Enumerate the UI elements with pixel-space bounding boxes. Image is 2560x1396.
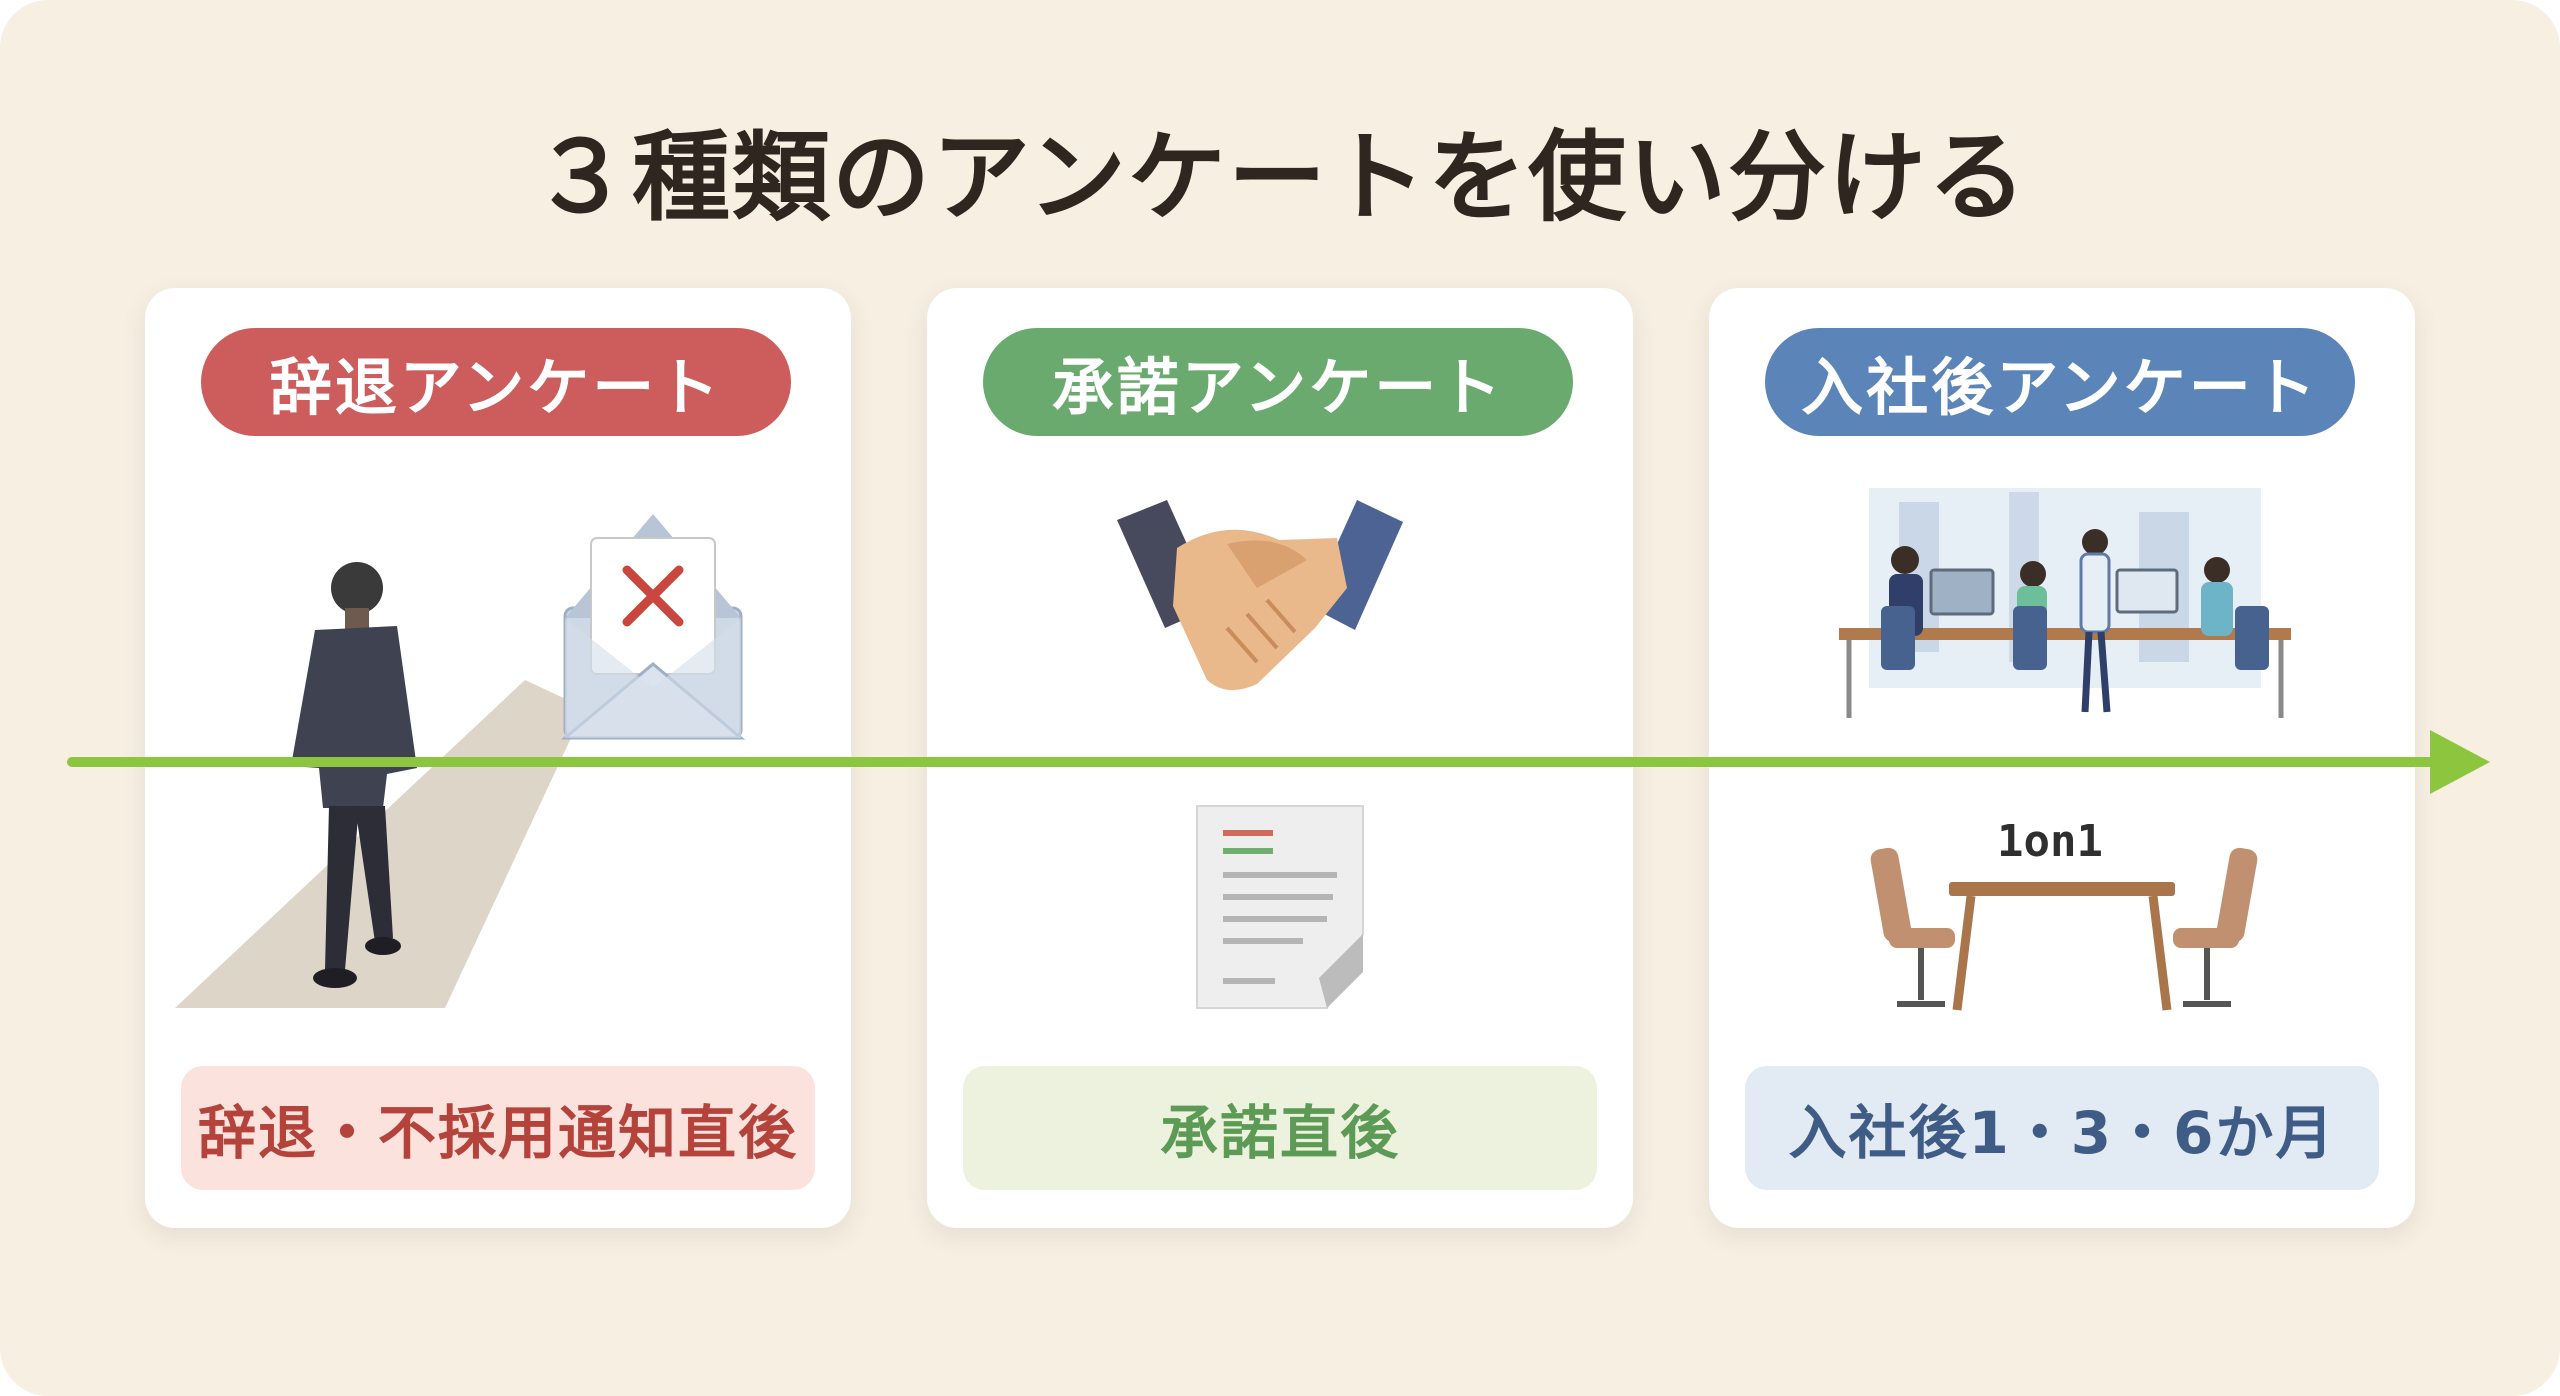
decline-survey-label: 辞退アンケート: [201, 328, 791, 436]
diagram-title: ３種類のアンケートを使い分ける: [531, 121, 2029, 235]
card-onboarding-survey: 入社後アンケート 1on1 入社後1・3・6か月: [1709, 288, 2415, 1228]
one-on-one-table-icon: [1870, 847, 2258, 1011]
office-meeting-icon: [1839, 488, 2291, 718]
office-meeting-and-1on1-icon: [1839, 488, 2291, 1011]
onboarding-survey-label: 入社後アンケート: [1765, 328, 2355, 436]
accept-survey-label: 承諾アンケート: [983, 328, 1573, 436]
decline-survey-timing: 辞退・不採用通知直後: [181, 1066, 815, 1190]
one-on-one-label: 1on1: [1997, 816, 2103, 867]
onboarding-survey-timing: 入社後1・3・6か月: [1745, 1066, 2379, 1190]
arrow-head-icon: [2430, 730, 2490, 794]
rejected-mail-icon: [560, 514, 746, 740]
handshake-and-document-icon: [1117, 500, 1403, 1009]
document-icon: [1196, 805, 1364, 1009]
accept-survey-timing: 承諾直後: [963, 1066, 1597, 1190]
handshake-icon: [1117, 500, 1403, 691]
